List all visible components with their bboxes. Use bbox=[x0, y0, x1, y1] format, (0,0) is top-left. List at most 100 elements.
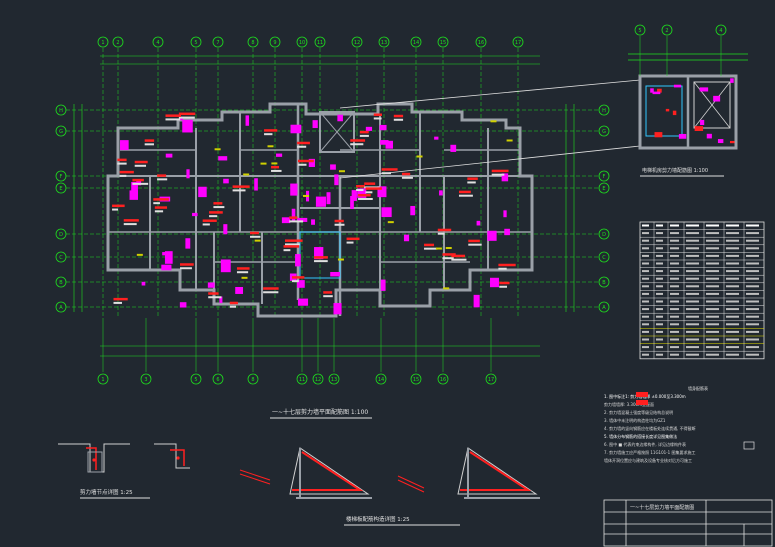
svg-text:11: 11 bbox=[299, 377, 305, 383]
table-cell bbox=[656, 232, 663, 235]
detail-rebar-mark bbox=[694, 126, 704, 132]
axis-bubble-left: C bbox=[55, 251, 67, 263]
detail-rebar-mark bbox=[665, 108, 670, 112]
rebar-mark bbox=[326, 192, 331, 205]
detail-rebar-mark bbox=[713, 95, 721, 102]
axis-bubble-right: A bbox=[598, 301, 610, 313]
table-cell bbox=[686, 315, 699, 318]
detail-axis-bubble: 4 bbox=[715, 24, 727, 36]
detail-rebar-mark bbox=[699, 87, 709, 92]
table-cell bbox=[726, 323, 739, 326]
rebar-label bbox=[134, 160, 148, 164]
table-cell bbox=[706, 254, 719, 257]
note-line: 7. 剪力墙施工应严格按照 11G101-1 图集要求施工 bbox=[604, 449, 695, 455]
rebar-label-text bbox=[213, 206, 225, 209]
dimension-tag bbox=[260, 162, 267, 165]
rebar-label-text bbox=[373, 117, 382, 120]
svg-text:8: 8 bbox=[251, 377, 254, 383]
rebar-label-text bbox=[442, 257, 454, 260]
rebar-label-text bbox=[229, 305, 237, 308]
table-cell bbox=[642, 308, 649, 311]
rebar-mark bbox=[165, 153, 173, 158]
rebar-mark bbox=[245, 115, 250, 126]
dimension-tag bbox=[506, 139, 513, 142]
table-cell bbox=[656, 292, 663, 295]
dimension-tag bbox=[416, 155, 423, 158]
table-cell bbox=[726, 277, 739, 280]
rebar-label-text bbox=[323, 295, 333, 298]
table-cell bbox=[726, 308, 739, 311]
table-cell bbox=[670, 232, 679, 235]
detail-leader-lines bbox=[339, 79, 641, 179]
axis-bubble-top: 12 bbox=[351, 36, 363, 48]
rebar-label bbox=[119, 170, 134, 174]
table-cell bbox=[642, 315, 649, 318]
rebar-label-text bbox=[178, 116, 195, 119]
table-cell bbox=[686, 285, 699, 288]
axis-bubble-left: A bbox=[55, 301, 67, 313]
table-cell bbox=[642, 300, 649, 303]
table-cell bbox=[706, 277, 719, 280]
axis-bubble-right: C bbox=[598, 251, 610, 263]
table-cell bbox=[706, 232, 719, 235]
rebar-label bbox=[381, 168, 398, 171]
axis-bubble-top: 13 bbox=[378, 36, 390, 48]
rebar-label bbox=[334, 219, 344, 223]
table-cell bbox=[706, 338, 719, 341]
rebar-mark bbox=[192, 212, 198, 217]
rebar-mark bbox=[490, 277, 499, 288]
detail-rebar-mark bbox=[729, 140, 735, 144]
rebar-label-text bbox=[232, 189, 246, 192]
table-cell bbox=[746, 353, 759, 356]
svg-text:B: B bbox=[59, 280, 63, 286]
detail-plan-title: 电梯机房剪力墙配筋图 1:100 bbox=[642, 167, 708, 174]
detail-plan bbox=[628, 53, 748, 150]
table-cell bbox=[726, 262, 739, 265]
note-line: 3. 墙体中未注明的构造柱均为GZ1 bbox=[604, 417, 666, 423]
axis-bubble-top: 15 bbox=[437, 36, 449, 48]
stair-section-detail bbox=[239, 447, 540, 499]
svg-text:13: 13 bbox=[331, 377, 337, 383]
rebar-mark bbox=[503, 210, 507, 218]
table-cell bbox=[656, 330, 663, 333]
rebar-label-text bbox=[180, 267, 192, 270]
rebar-label-text bbox=[250, 235, 261, 238]
axis-bubble-bottom: 1 bbox=[97, 373, 109, 385]
detail-rebar-mark bbox=[717, 139, 724, 144]
rebar-label-text bbox=[123, 223, 137, 226]
rebar-mark bbox=[207, 282, 215, 288]
axis-bubble-left: D bbox=[55, 228, 67, 240]
rebar-label bbox=[499, 281, 510, 285]
rebar-mark bbox=[141, 281, 146, 286]
table-cell bbox=[656, 239, 663, 242]
table-cell bbox=[686, 338, 699, 341]
axis-bubble-bottom: 13 bbox=[328, 373, 340, 385]
main-title: 一~十七层剪力墙平面配筋图 1:100 bbox=[272, 408, 368, 416]
detail-rebar-mark bbox=[700, 119, 705, 126]
rebar-label bbox=[154, 206, 168, 209]
table-cell bbox=[726, 285, 739, 288]
rebar-mark bbox=[161, 264, 172, 271]
axis-bubble-right: E bbox=[598, 182, 610, 194]
rebar-mark bbox=[179, 117, 183, 121]
svg-text:15: 15 bbox=[413, 377, 419, 383]
rebar-mark bbox=[311, 219, 315, 225]
svg-text:10: 10 bbox=[299, 40, 305, 46]
table-cell bbox=[656, 224, 663, 227]
detail-rebar-mark bbox=[650, 88, 654, 93]
section-right-title: 楼梯板配筋构造详图 1:25 bbox=[346, 515, 410, 523]
table-cell bbox=[642, 285, 649, 288]
table-cell bbox=[670, 247, 679, 250]
svg-text:12: 12 bbox=[315, 377, 321, 383]
rebar-label-text bbox=[297, 145, 307, 148]
rebar-label bbox=[365, 187, 382, 190]
table-cell bbox=[670, 346, 679, 349]
table-cell bbox=[670, 285, 679, 288]
rebar-mark bbox=[330, 271, 340, 277]
table-cell bbox=[706, 224, 719, 227]
rebar-label bbox=[437, 228, 452, 232]
rebar-mark bbox=[223, 224, 228, 235]
table-cell bbox=[706, 300, 719, 303]
table-cell bbox=[746, 315, 759, 318]
